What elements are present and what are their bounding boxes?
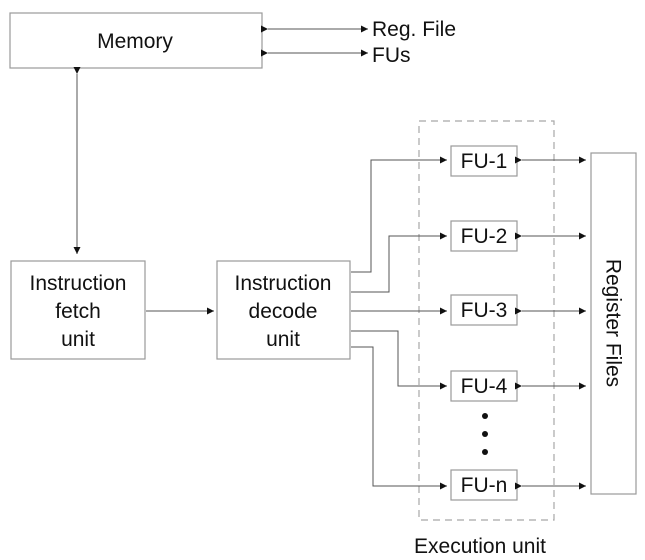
- instruction-fetch-unit-box: Instruction fetch unit: [10, 260, 146, 360]
- decode-unit-label-line1: Instruction: [235, 272, 332, 295]
- fu-label: FU-4: [461, 375, 508, 398]
- fu-box-3: FU-3: [450, 294, 518, 326]
- instruction-decode-unit-box: Instruction decode unit: [216, 260, 351, 360]
- decode-unit-label-line3: unit: [266, 328, 300, 351]
- fetch-unit-label-line2: fetch: [55, 300, 101, 323]
- memory-box: Memory: [9, 12, 263, 69]
- fu-label: FU-1: [461, 150, 508, 173]
- register-files-box: Register Files: [590, 152, 637, 495]
- register-files-label: Register Files: [602, 259, 625, 387]
- fetch-unit-label-line3: unit: [61, 328, 95, 351]
- fus-label: FUs: [372, 44, 411, 67]
- fetch-unit-label-line1: Instruction: [30, 272, 127, 295]
- execution-unit-boundary: [418, 120, 555, 521]
- fu-box-2: FU-2: [450, 220, 518, 252]
- fu-label: FU-2: [461, 225, 508, 248]
- route-decode-fu-1: [351, 156, 447, 273]
- route-decode-fu-n: [351, 346, 447, 490]
- fu-box-n: FU-n: [450, 469, 518, 501]
- fu-box-1: FU-1: [450, 145, 518, 177]
- route-decode-fu-2: [351, 232, 447, 293]
- ellipsis-dots: [482, 413, 488, 455]
- fu-label: FU-3: [461, 299, 508, 322]
- memory-label: Memory: [97, 30, 173, 53]
- reg-file-label: Reg. File: [372, 18, 456, 41]
- execution-unit-label: Execution unit: [414, 535, 546, 558]
- fu-label: FU-n: [461, 474, 508, 497]
- decode-unit-label-line2: decode: [249, 300, 318, 323]
- fu-box-4: FU-4: [450, 370, 518, 402]
- route-decode-fu-4: [351, 330, 447, 390]
